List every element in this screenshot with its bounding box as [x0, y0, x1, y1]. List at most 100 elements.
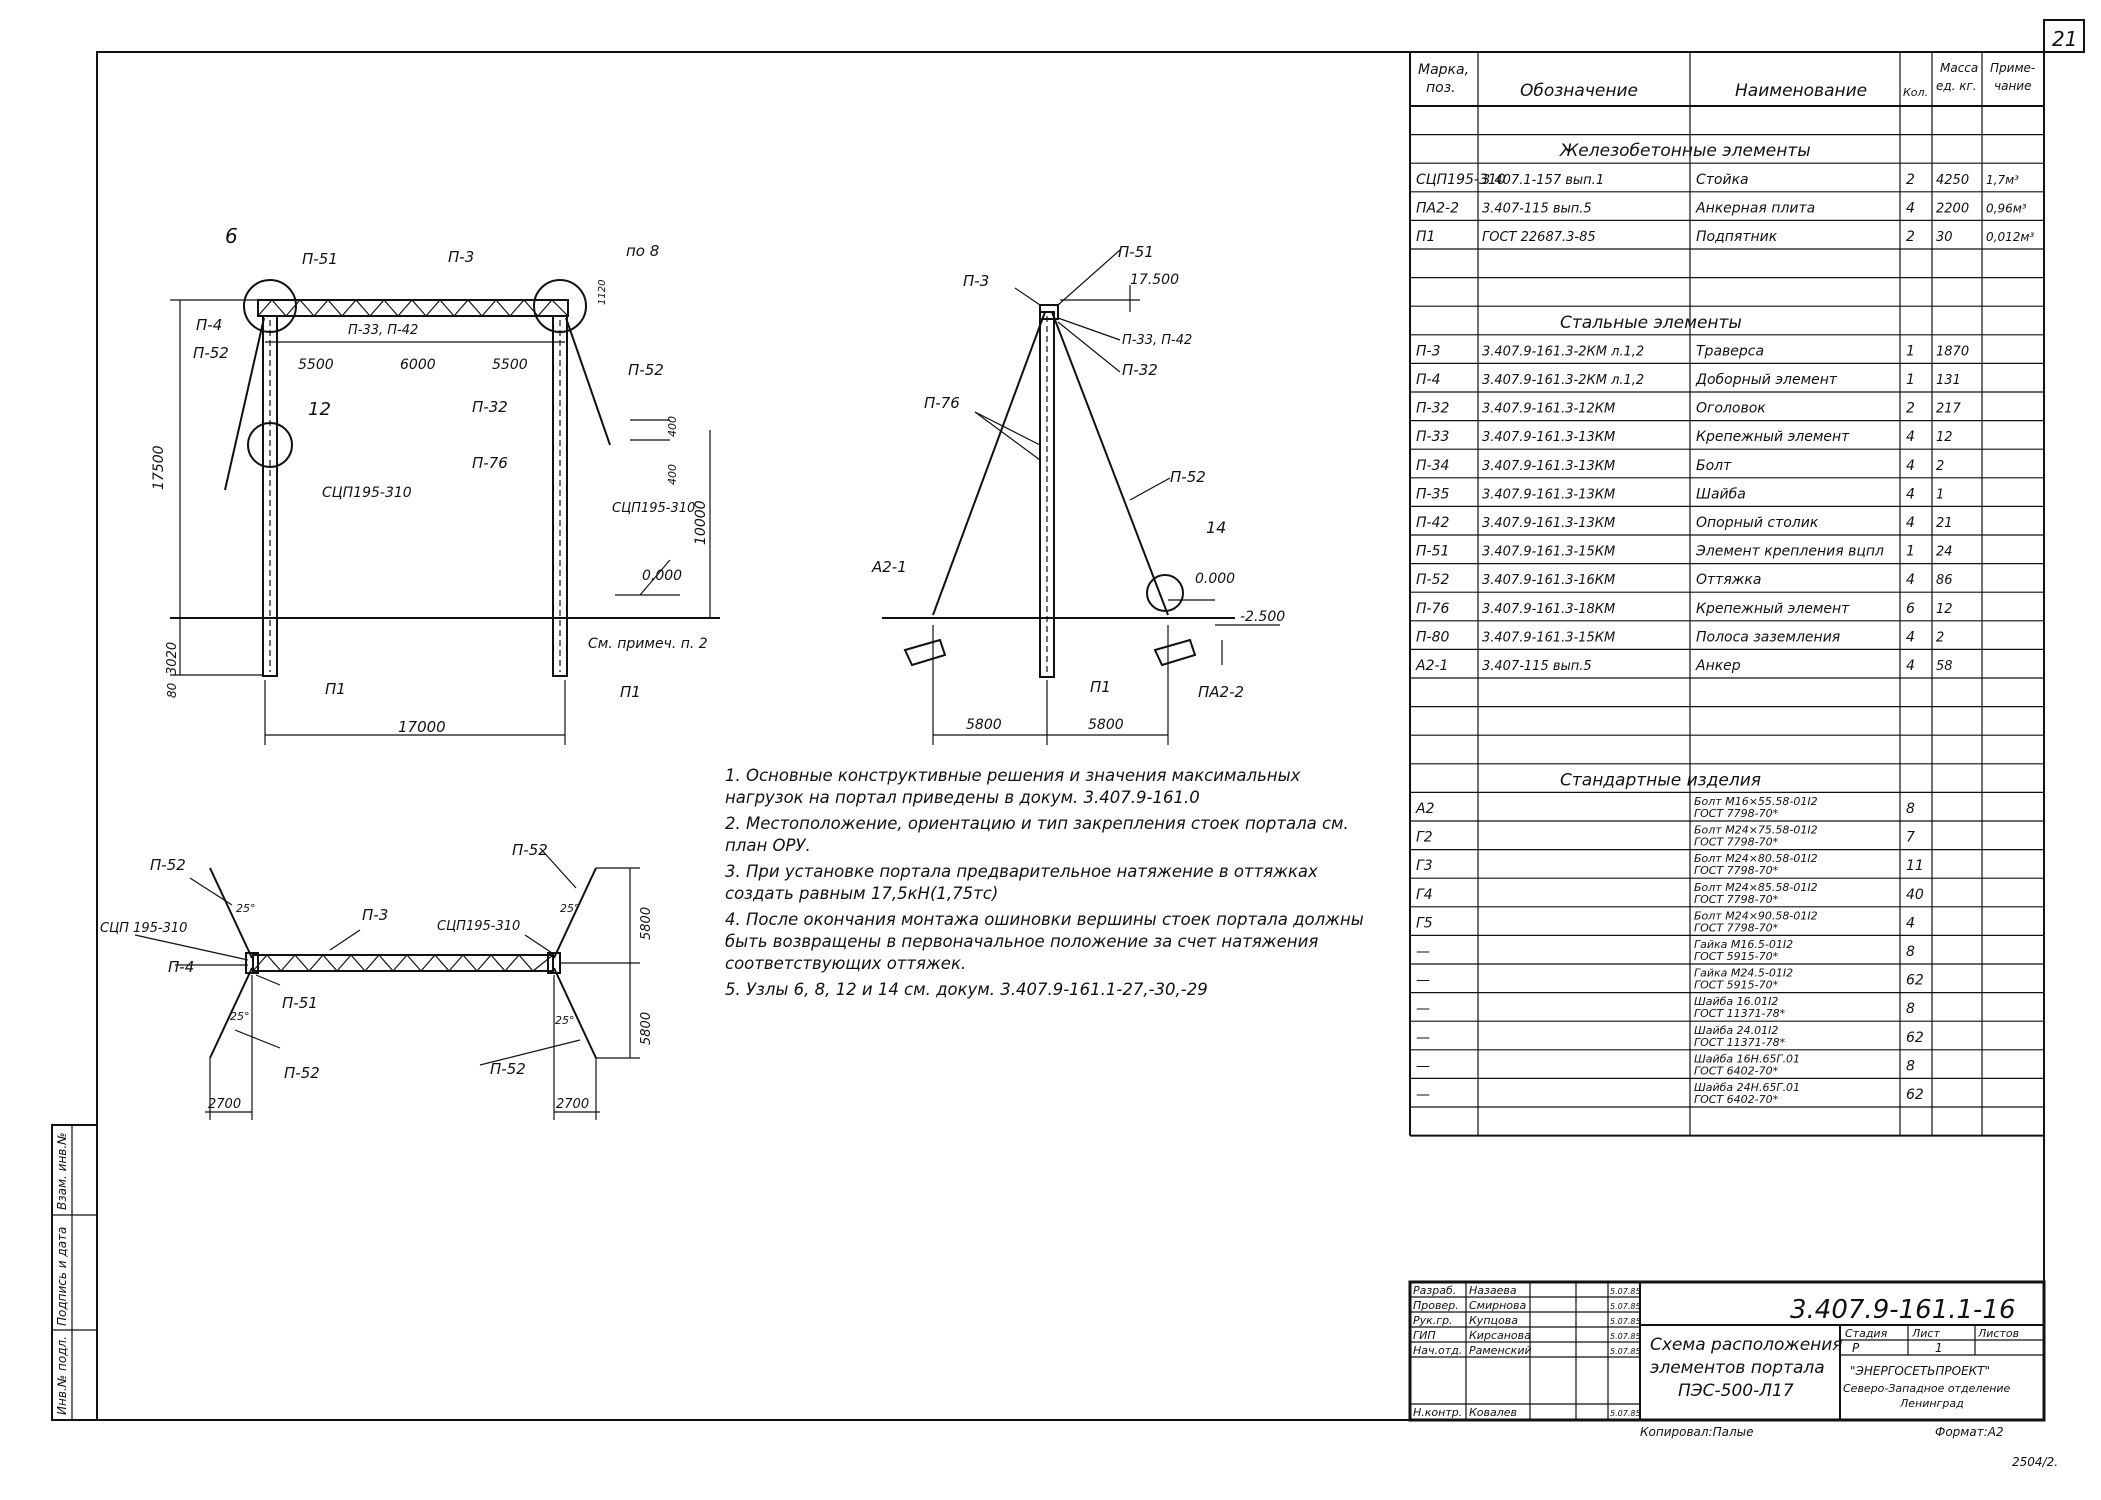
tb-name-1: Смирнова: [1469, 1299, 1527, 1312]
tb-date-1: 5.07.85: [1610, 1302, 1641, 1311]
plan-label-ang2: 25°: [560, 902, 580, 915]
row-qty: 40: [1906, 887, 1924, 903]
label-h2: 10000: [693, 500, 709, 545]
plan-label-col1: СЦП 195-310: [100, 921, 187, 936]
tb-sheets-label: Листов: [1977, 1327, 2019, 1340]
plan-label-p3: П-3: [362, 906, 388, 924]
plan-label-ang1: 25°: [236, 902, 256, 915]
row-note: 0,96м³: [1986, 201, 2027, 215]
row-designation: 3.407.9-161.3-2КМ л.1,2: [1482, 344, 1644, 359]
anchor-plate-right: [1153, 638, 1197, 667]
row-pos: Г3: [1416, 858, 1433, 874]
row-name1: Гайка М16.5-01I2: [1694, 938, 1793, 951]
tb-role-3: ГИП: [1413, 1329, 1436, 1342]
node-6-circle: [243, 279, 297, 333]
row-designation: 3.407.1-157 вып.1: [1482, 173, 1604, 188]
plan-label-d3: 5800: [639, 907, 654, 940]
note-3: 3. При установке портала предварительное…: [725, 862, 1318, 903]
side-guy-right: [1051, 311, 1169, 616]
label-node12: 12: [308, 399, 331, 420]
tb-role-5: Н.контр.: [1413, 1406, 1462, 1419]
tb-org-2: Северо-Западное отделение: [1843, 1382, 2011, 1395]
row-name1: Болт М24×85.58-01I2: [1694, 881, 1818, 894]
row-name2: ГОСТ 7798-70*: [1694, 921, 1779, 934]
row-name: Элемент крепления вцпл: [1695, 544, 1884, 560]
node-14-circle: [1146, 574, 1184, 612]
label-p33: П-33, П-42: [348, 323, 418, 338]
row-mass: 30: [1936, 230, 1953, 245]
tb-role-1: Провер.: [1413, 1299, 1459, 1312]
tb-title-2: элементов портала: [1650, 1358, 1825, 1378]
label-h6: 400: [666, 464, 679, 485]
row-pos: СЦП195-310: [1416, 172, 1506, 188]
row-mass: 4250: [1936, 173, 1969, 188]
row-qty: 4: [1906, 658, 1915, 674]
tb-org-1: "ЭНЕРГОСЕТЬПРОЕКТ": [1850, 1364, 1990, 1378]
plan-label-ang4: 25°: [555, 1014, 575, 1027]
hdr-pos-1: Марка,: [1418, 62, 1469, 78]
row-name2: ГОСТ 5915-70*: [1694, 950, 1779, 963]
row-qty: 4: [1906, 200, 1915, 216]
label-p32: П-32: [472, 398, 508, 416]
row-designation: ГОСТ 22687.3-85: [1482, 230, 1596, 245]
row-pos: П-33: [1416, 429, 1449, 445]
tb-sheet: 1: [1935, 1341, 1943, 1355]
row-pos: Г5: [1416, 915, 1433, 931]
side-column: [1039, 311, 1055, 678]
node-12-circle: [247, 422, 293, 468]
row-pos: —: [1416, 1001, 1430, 1017]
row-pos: А2-1: [1415, 658, 1448, 674]
row-pos: П-80: [1416, 629, 1449, 645]
row-name: Крепежный элемент: [1696, 601, 1850, 617]
column-right: [552, 315, 568, 677]
row-name: Оголовок: [1696, 401, 1766, 417]
side-label-p33: П-33, П-42: [1122, 333, 1192, 348]
row-name: Подпятник: [1696, 229, 1778, 245]
row-designation: 3.407.9-161.3-13КМ: [1482, 487, 1615, 502]
general-notes: 1. Основные конструктивные решения и зна…: [725, 765, 1365, 1005]
row-name2: ГОСТ 11371-78*: [1694, 1007, 1786, 1020]
row-pos: П-32: [1416, 401, 1449, 417]
row-mass: 131: [1936, 373, 1961, 388]
label-d4: 17000: [398, 718, 446, 736]
note-2: 2. Местоположение, ориентацию и тип закр…: [725, 814, 1349, 855]
tb-role-4: Нач.отд.: [1413, 1344, 1462, 1357]
row-name1: Болт М24×80.58-01I2: [1694, 852, 1818, 865]
row-qty: 6: [1906, 601, 1915, 617]
side-label-lvl0: 0.000: [1195, 571, 1235, 587]
label-node6: 6: [225, 224, 238, 248]
tb-date-3: 5.07.85: [1610, 1332, 1641, 1341]
row-name: Анкерная плита: [1695, 200, 1815, 216]
row-pos: —: [1416, 973, 1430, 989]
row-mass: 86: [1936, 573, 1953, 588]
tb-name-3: Кирсанова: [1469, 1329, 1531, 1342]
row-pos: П-3: [1416, 343, 1441, 359]
label-p51: П-51: [302, 250, 338, 268]
row-qty: 1: [1906, 372, 1915, 388]
row-pos: П-76: [1416, 601, 1449, 617]
label-p1a: П1: [325, 680, 346, 698]
label-d3: 5500: [492, 357, 528, 373]
row-pos: —: [1416, 1087, 1430, 1103]
row-mass: 21: [1936, 516, 1953, 531]
row-name: Доборный элемент: [1695, 372, 1838, 388]
side-label-pa22: ПА2-2: [1198, 683, 1244, 701]
row-qty: 7: [1906, 830, 1915, 846]
row-pos: П-35: [1416, 486, 1449, 502]
label-h1: 17500: [151, 445, 167, 490]
node-8-circle: [533, 279, 587, 333]
row-mass: 2: [1936, 459, 1944, 474]
row-qty: 2: [1906, 172, 1915, 188]
plan-view: П-52 П-52 П-52 П-52 СЦП 195-310 СЦП195-3…: [100, 841, 654, 1120]
row-mass: 12: [1936, 430, 1953, 445]
row-designation: 3.407-115 вып.5: [1482, 201, 1592, 216]
row-mass: 2: [1936, 630, 1944, 645]
row-pos: —: [1416, 944, 1430, 960]
tb-date-0: 5.07.85: [1610, 1287, 1641, 1296]
stamp-sign: Подпись и дата: [55, 1227, 69, 1326]
sheet-frame: [96, 51, 2045, 1421]
row-name1: Шайба 16.01I2: [1694, 995, 1778, 1008]
row-name2: ГОСТ 6402-70*: [1694, 1064, 1779, 1077]
row-name: Полоса заземления: [1696, 629, 1840, 645]
